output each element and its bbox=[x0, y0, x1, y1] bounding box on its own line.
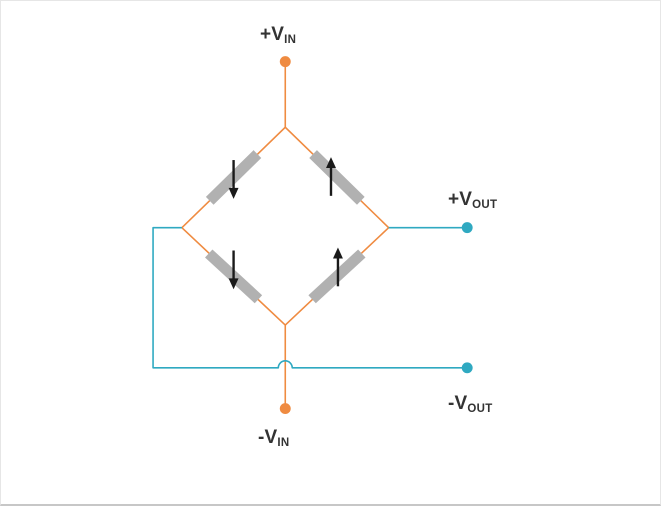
label-subscript: OUT bbox=[467, 403, 493, 415]
arrow-head bbox=[326, 157, 336, 169]
label-subscript: IN bbox=[277, 437, 290, 449]
label-vin-positive: +VIN bbox=[260, 24, 296, 46]
label-vin-negative: -VIN bbox=[258, 427, 290, 449]
bridge-diamond-wire bbox=[181, 126, 390, 326]
gauge-arrow-down-bottom-left bbox=[228, 250, 239, 290]
arrow-head bbox=[332, 247, 343, 259]
label-subscript: IN bbox=[284, 34, 297, 46]
label-text: -V bbox=[258, 427, 278, 448]
arrow-head bbox=[228, 278, 239, 290]
terminal-vin-positive bbox=[279, 56, 291, 68]
terminal-vin-negative bbox=[279, 403, 291, 415]
terminal-vout-negative bbox=[461, 362, 473, 374]
gauge-arrow-down-top-left bbox=[228, 160, 239, 199]
terminal-vout-positive bbox=[461, 222, 473, 234]
arrow-head bbox=[228, 187, 239, 199]
label-subscript: OUT bbox=[472, 199, 498, 211]
gauge-arrow-up-bottom-right bbox=[332, 247, 343, 287]
strain-gauge-top-right bbox=[309, 150, 365, 205]
label-text: +V bbox=[260, 24, 285, 45]
gauge-arrow-up-top-right bbox=[326, 157, 336, 196]
label-vout-negative: -VOUT bbox=[448, 393, 493, 415]
label-text: -V bbox=[448, 393, 468, 414]
output-wire-negative bbox=[152, 226, 468, 369]
label-text: +V bbox=[448, 189, 473, 210]
label-vout-positive: +VOUT bbox=[448, 189, 497, 211]
